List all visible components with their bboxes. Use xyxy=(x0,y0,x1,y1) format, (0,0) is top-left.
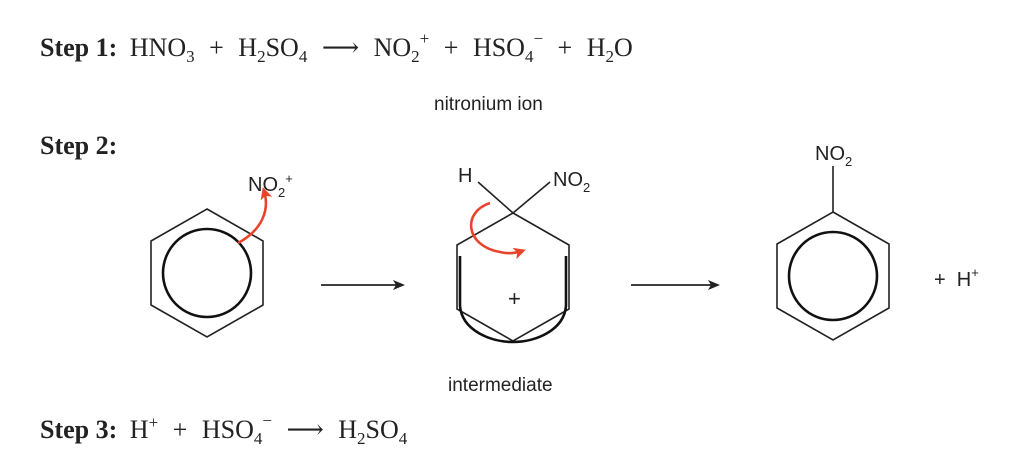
step1-product-hso4: HSO xyxy=(473,33,525,62)
svg-text:Step 1: HNO3 +: Step 1: HNO3 + H2SO4 ⟶ NO2+ + HSO4− + H2… xyxy=(40,21,633,68)
intermediate-no2-label: NO2 xyxy=(553,169,590,195)
nitrobenzene-product: NO2 xyxy=(776,143,890,341)
carbocation-charge: + xyxy=(508,286,521,311)
step3-arrow: ⟶ xyxy=(286,415,323,444)
step1-reactant-h2so4: H xyxy=(238,33,257,62)
curly-arrow-deprotonation xyxy=(470,201,526,260)
step3-equation: Step 3: H+ + HSO4− ⟶ H2SO4 xyxy=(40,403,408,448)
benzene-reactant xyxy=(150,208,264,338)
step1-label: Step 1: xyxy=(40,33,117,62)
intermediate-h-label: H xyxy=(458,165,472,187)
step2-label: Step 2: xyxy=(40,131,117,160)
arenium-intermediate: H NO2 + xyxy=(456,165,590,344)
electrophile-no2-plus: NO2+ xyxy=(248,171,293,200)
step3-label: Step 3: xyxy=(40,415,117,444)
step1-arrow: ⟶ xyxy=(322,33,359,62)
nitronium-ion-caption: nitronium ion xyxy=(434,94,543,115)
step1-product-nitronium: NO xyxy=(374,33,412,62)
intermediate-caption: intermediate xyxy=(448,375,553,396)
proton-byproduct: + H+ xyxy=(934,265,979,291)
curly-arrow-attack xyxy=(237,187,273,245)
step1-reactant-hno3: HNO xyxy=(130,33,186,62)
step1-product-water: H xyxy=(587,33,606,62)
product-no2-label: NO2 xyxy=(815,143,852,169)
step1-equation: Step 1: HNO3 + H2SO4 ⟶ NO2+ + HSO4− + H2… xyxy=(40,21,633,115)
